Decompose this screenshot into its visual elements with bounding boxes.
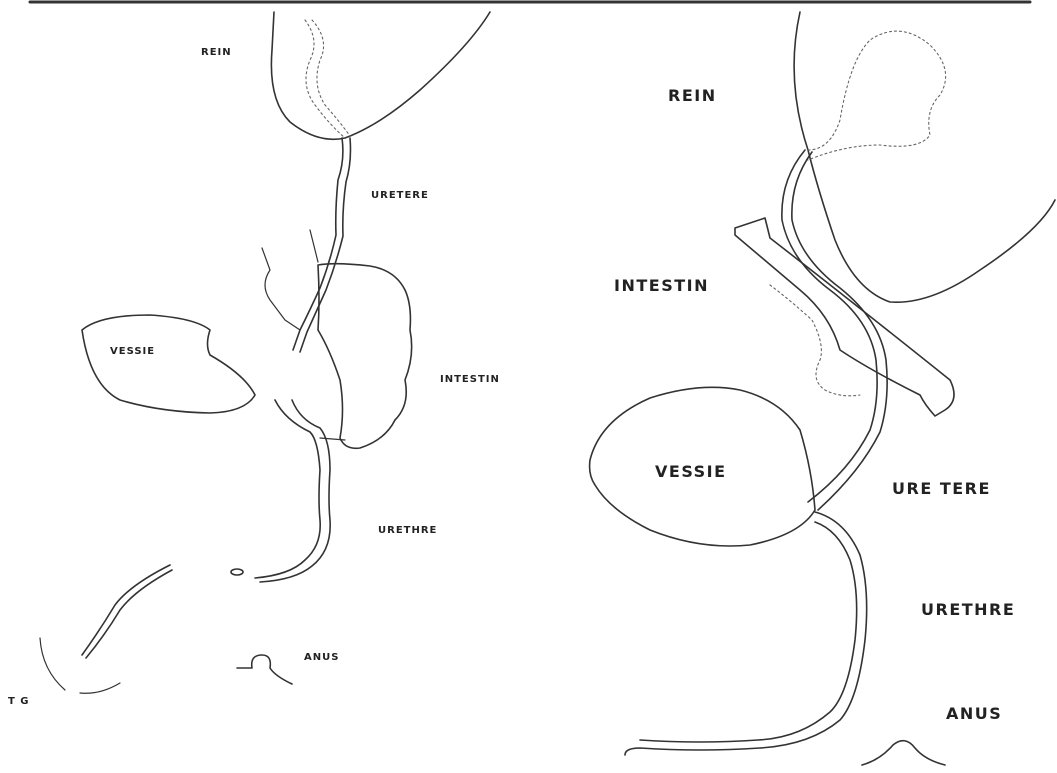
right-kidney-outline [794,12,1055,302]
right-label-anus: ANUS [946,704,1002,723]
right-label-rein: REIN [668,86,717,105]
left-label-uretere: URETERE [371,190,429,201]
left-urethra-a [255,400,320,578]
right-urethra-a [625,512,867,755]
right-urethra-b [640,522,857,742]
left-label-intestin: INTESTIN [440,374,500,385]
left-intestine-stem [262,248,300,330]
left-intestine-outline [318,264,412,449]
left-kidney-pelvis-dotted [305,20,345,138]
right-label-urethre: URETHRE [921,600,1015,619]
left-label-rein: REIN [201,47,232,58]
left-bladder-outline [82,315,255,413]
left-label-anus: ANUS [304,652,339,663]
right-label-intestin: INTESTIN [614,276,709,295]
left-label-tg: T G [8,696,30,707]
right-kidney-pelvis-dotted [808,31,946,160]
left-intestine-stem-2 [310,230,318,262]
left-tg-curve-2 [80,683,120,693]
left-ureter-b [300,138,351,352]
left-tg-curve-1 [40,638,65,690]
left-kidney-pelvis-dotted-2 [312,20,350,136]
left-anus-shape [237,655,292,684]
right-label-uretere: URE TERE [892,479,991,498]
left-small-oval [231,569,243,575]
left-label-vessie: VESSIE [110,346,155,357]
right-intestine-dotted [770,285,860,396]
right-label-vessie: VESSIE [655,462,727,481]
left-kidney-outline [271,12,490,139]
left-label-urethre: URETHRE [378,525,437,536]
right-intestine-band-a [735,218,954,416]
left-genital-tract-b [86,570,172,658]
right-anus-shape [862,741,945,765]
